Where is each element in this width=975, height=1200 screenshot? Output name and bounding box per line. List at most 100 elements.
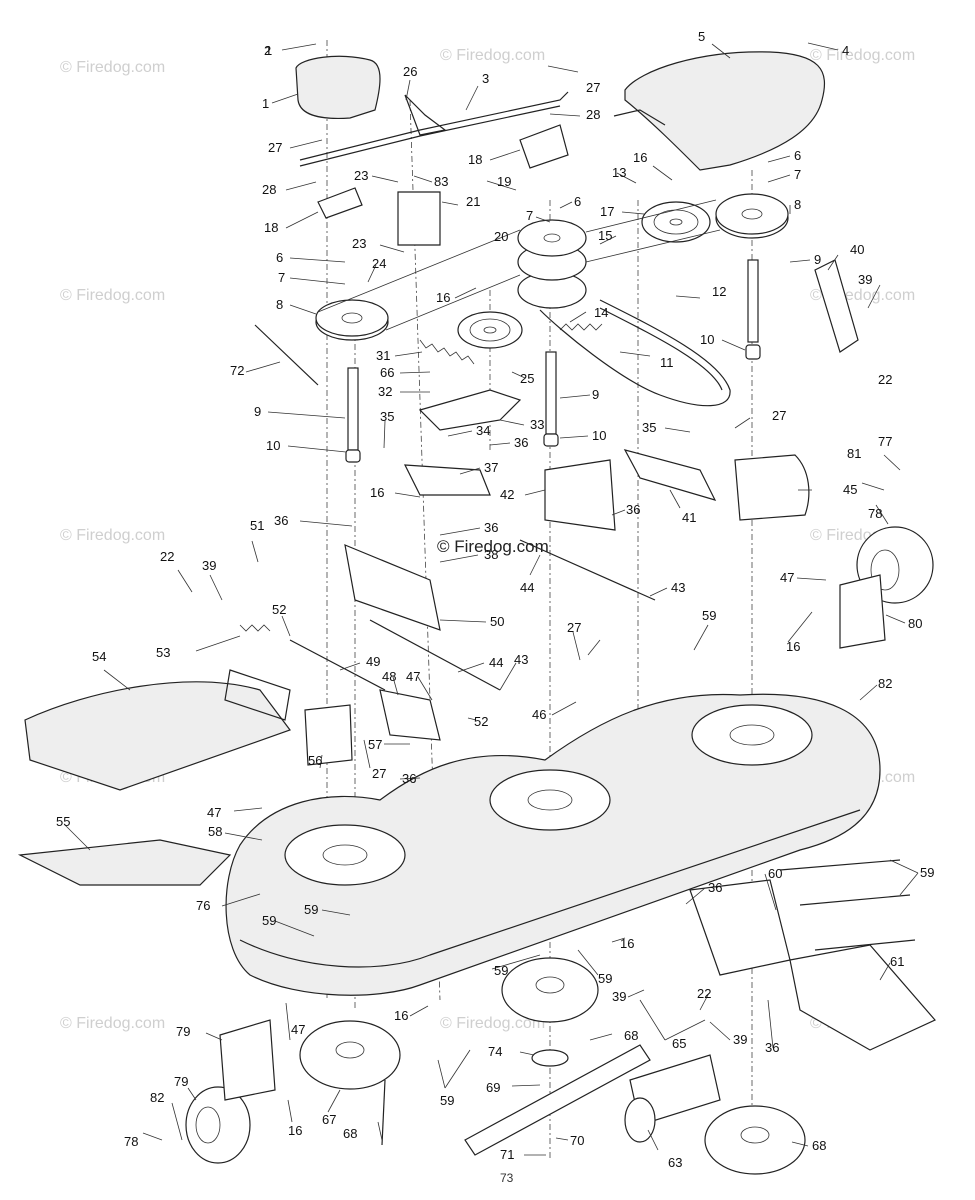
page-number: 73 xyxy=(500,1171,514,1185)
part-number: 59 xyxy=(598,971,612,986)
part-number: 44 xyxy=(489,655,503,670)
part-number: 65 xyxy=(672,1036,686,1051)
part-number: 40 xyxy=(850,242,864,257)
part-number: 11 xyxy=(660,355,674,370)
part-number: 36 xyxy=(514,435,528,450)
part-number: 35 xyxy=(642,420,656,435)
part-number: 36 xyxy=(484,520,498,535)
part-number: 22 xyxy=(160,549,174,564)
part-number: 10 xyxy=(700,332,714,347)
part-number: 22 xyxy=(878,372,892,387)
part-number: 23 xyxy=(352,236,366,251)
part-number: 23 xyxy=(354,168,368,183)
part-number: 39 xyxy=(733,1032,747,1047)
part-number: 48 xyxy=(382,669,396,684)
part-number: 72 xyxy=(230,363,244,378)
part-number: 39 xyxy=(202,558,216,573)
part-number: 80 xyxy=(908,616,922,631)
watermark-text: © Firedog.com xyxy=(60,1015,165,1032)
part-number: 5 xyxy=(698,29,705,44)
part-number: 17 xyxy=(600,204,614,219)
leader-lines xyxy=(64,42,919,1156)
part-number: 79 xyxy=(174,1074,188,1089)
part-number: 55 xyxy=(56,814,70,829)
watermark-text: © Firedog.com xyxy=(440,1015,545,1032)
part-number: 22 xyxy=(697,986,711,1001)
part-number: 20 xyxy=(494,229,508,244)
center-watermark: © Firedog.com xyxy=(437,537,549,556)
part-number: 9 xyxy=(814,252,821,267)
part-number: 4 xyxy=(842,43,849,58)
part-number: 7 xyxy=(794,167,801,182)
part-number: 76 xyxy=(196,898,210,913)
part-number: 6 xyxy=(794,148,801,163)
part-number: 7 xyxy=(526,208,533,223)
part-number: 8 xyxy=(276,297,283,312)
part-number: 35 xyxy=(380,409,394,424)
part-number: 77 xyxy=(878,434,892,449)
part-number: 15 xyxy=(598,228,612,243)
part-number: 54 xyxy=(92,649,106,664)
part-number: 47 xyxy=(406,669,420,684)
part-number: 82 xyxy=(150,1090,164,1105)
part-number: 47 xyxy=(291,1022,305,1037)
part-number: 47 xyxy=(780,570,794,585)
part-number: 44 xyxy=(520,580,534,595)
part-number: 51 xyxy=(250,518,264,533)
watermark-text: © Firedog.com xyxy=(440,47,545,64)
part-number: 16 xyxy=(288,1123,302,1138)
part-number: 59 xyxy=(262,913,276,928)
part-number: 36 xyxy=(708,880,722,895)
part-number: 68 xyxy=(343,1126,357,1141)
part-number: 58 xyxy=(208,824,222,839)
part-number: 68 xyxy=(624,1028,638,1043)
part-number: 59 xyxy=(920,865,934,880)
part-number: 59 xyxy=(494,963,508,978)
part-number: 19 xyxy=(497,174,511,189)
part-number: 10 xyxy=(592,428,606,443)
part-number: 2 xyxy=(264,43,271,58)
part-number: 43 xyxy=(671,580,685,595)
part-number: 25 xyxy=(520,371,534,386)
part-number: 18 xyxy=(468,152,482,167)
part-number: 74 xyxy=(488,1044,502,1059)
part-number: 59 xyxy=(702,608,716,623)
watermark-text: © Firedog.com xyxy=(60,287,165,304)
part-number: 16 xyxy=(394,1008,408,1023)
watermark-text: © Firedog.com xyxy=(810,47,915,64)
part-number: 42 xyxy=(500,487,514,502)
part-number: 78 xyxy=(868,506,882,521)
part-number: 14 xyxy=(594,305,608,320)
part-number: 53 xyxy=(156,645,170,660)
part-number-callouts: 1 1 2 3 4 5 6 6 6 7 7 7 8 8 9 9 9 10 10 … xyxy=(56,29,934,1170)
part-number: 3 xyxy=(482,71,489,86)
part-number: 9 xyxy=(592,387,599,402)
part-number: 68 xyxy=(812,1138,826,1153)
part-number: 46 xyxy=(532,707,546,722)
part-number: 39 xyxy=(612,989,626,1004)
part-number: 6 xyxy=(574,194,581,209)
part-number: 52 xyxy=(272,602,286,617)
part-number: 37 xyxy=(484,460,498,475)
part-number: 16 xyxy=(633,150,647,165)
part-number: 33 xyxy=(530,417,544,432)
watermark-text: © Firedog.com xyxy=(60,59,165,76)
part-number: 16 xyxy=(370,485,384,500)
part-number: 45 xyxy=(843,482,857,497)
part-number: 36 xyxy=(626,502,640,517)
part-number: 59 xyxy=(440,1093,454,1108)
part-number: 82 xyxy=(878,676,892,691)
part-number: 27 xyxy=(772,408,786,423)
part-number: 7 xyxy=(278,270,285,285)
part-number: 36 xyxy=(274,513,288,528)
part-number: 59 xyxy=(304,902,318,917)
part-number: 34 xyxy=(476,423,490,438)
part-number: 50 xyxy=(490,614,504,629)
part-number: 28 xyxy=(586,107,600,122)
part-number: 1 xyxy=(265,43,272,58)
part-number: 21 xyxy=(466,194,480,209)
part-number: 16 xyxy=(436,290,450,305)
part-number: 60 xyxy=(768,866,782,881)
part-number: 13 xyxy=(612,165,626,180)
